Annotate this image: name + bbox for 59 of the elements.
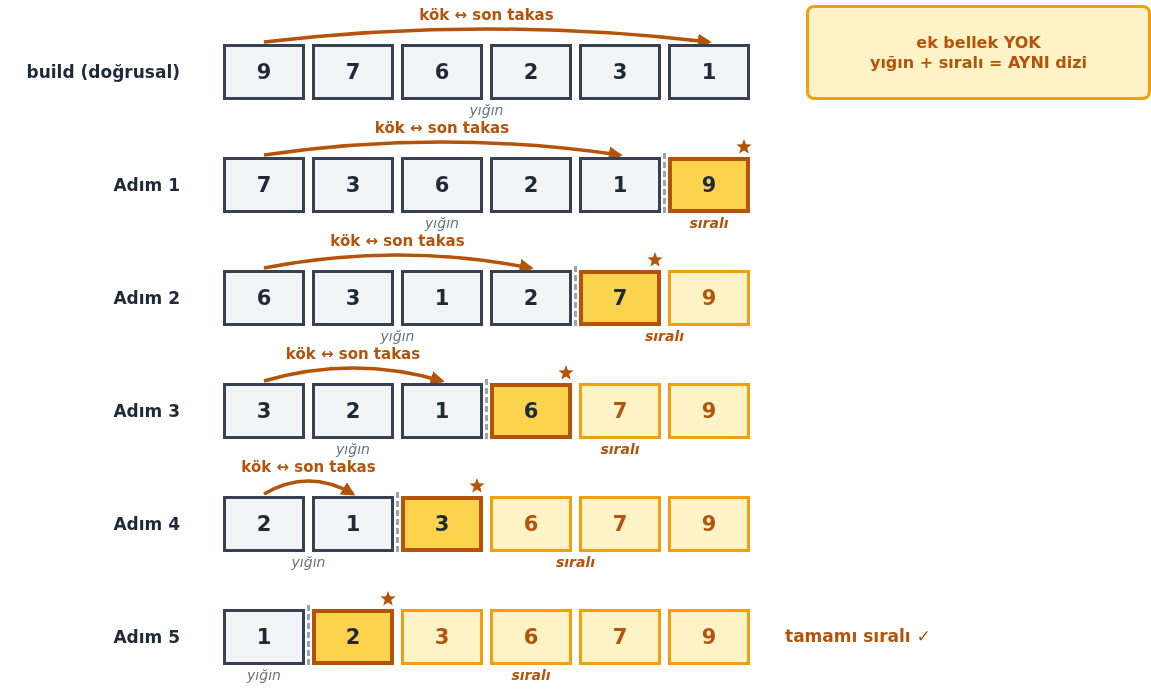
sorted-label: sıralı <box>511 667 551 684</box>
heap-array-cell: 9 <box>223 44 305 100</box>
heap-array-cell: 6 <box>401 157 483 213</box>
done-label: tamamı sıralı ✓ <box>785 626 931 646</box>
heap-array-cell: 1 <box>579 157 661 213</box>
heap-array-cell: 6 <box>223 270 305 326</box>
heap-array-cell: 2 <box>490 157 572 213</box>
row-label: Adım 4 <box>113 514 180 534</box>
heap-label: yığın <box>336 441 370 458</box>
sorted-array-cell: 2 <box>312 609 394 665</box>
sorted-array-cell: 7 <box>579 383 661 439</box>
swap-arrow <box>263 366 445 385</box>
heap-array-cell: 1 <box>668 44 750 100</box>
sorted-label: sıralı <box>644 328 685 345</box>
sorted-array-cell: 9 <box>668 609 750 665</box>
sorted-array-cell: 9 <box>668 496 750 552</box>
heap-array-cell: 1 <box>312 496 394 552</box>
sorted-array-cell: 3 <box>401 496 483 552</box>
swap-arrow <box>263 479 356 496</box>
sorted-array-cell: 6 <box>490 609 572 665</box>
heap-array-cell: 3 <box>312 270 394 326</box>
sorted-label: sıralı <box>555 554 596 571</box>
heap-array-cell: 1 <box>401 270 483 326</box>
sorted-label: sıralı <box>689 215 729 232</box>
note-text: yığın + sıralı = AYNI dizi <box>869 52 1088 73</box>
heap-label: yığın <box>247 667 281 684</box>
sorted-array-cell: 3 <box>401 609 483 665</box>
row-label: Adım 5 <box>113 627 180 647</box>
sorted-array-cell: 6 <box>490 383 572 439</box>
sorted-label: sıralı <box>600 441 640 458</box>
heap-array-cell: 1 <box>401 383 483 439</box>
sorted-array-cell: 9 <box>668 270 750 326</box>
note-text: ek bellek YOK <box>916 32 1041 53</box>
heap-label: yığın <box>469 102 504 119</box>
note-box <box>806 5 1151 100</box>
sorted-array-cell: 6 <box>490 496 572 552</box>
heap-array-cell: 3 <box>579 44 661 100</box>
row-label: build (doğrusal) <box>26 62 180 82</box>
heap-label: yığın <box>291 554 326 571</box>
sorted-array-cell: 7 <box>579 496 661 552</box>
sorted-array-cell: 7 <box>579 609 661 665</box>
heap-array-cell: 2 <box>312 383 394 439</box>
heap-array-cell: 7 <box>223 157 305 213</box>
heap-label: yığın <box>425 215 459 232</box>
heap-array-cell: 3 <box>312 157 394 213</box>
heap-label: yığın <box>380 328 415 345</box>
heap-array-cell: 3 <box>223 383 305 439</box>
heap-array-cell: 1 <box>223 609 305 665</box>
heap-array-cell: 7 <box>312 44 394 100</box>
heap-array-cell: 6 <box>401 44 483 100</box>
heap-array-cell: 2 <box>490 270 572 326</box>
row-label: Adım 3 <box>113 401 180 421</box>
heap-array-cell: 2 <box>223 496 305 552</box>
heap-array-cell: 2 <box>490 44 572 100</box>
row-label: Adım 2 <box>113 288 180 308</box>
sorted-array-cell: 9 <box>668 383 750 439</box>
sorted-array-cell: 7 <box>579 270 661 326</box>
sorted-array-cell: 9 <box>668 157 750 213</box>
row-label: Adım 1 <box>113 175 180 195</box>
